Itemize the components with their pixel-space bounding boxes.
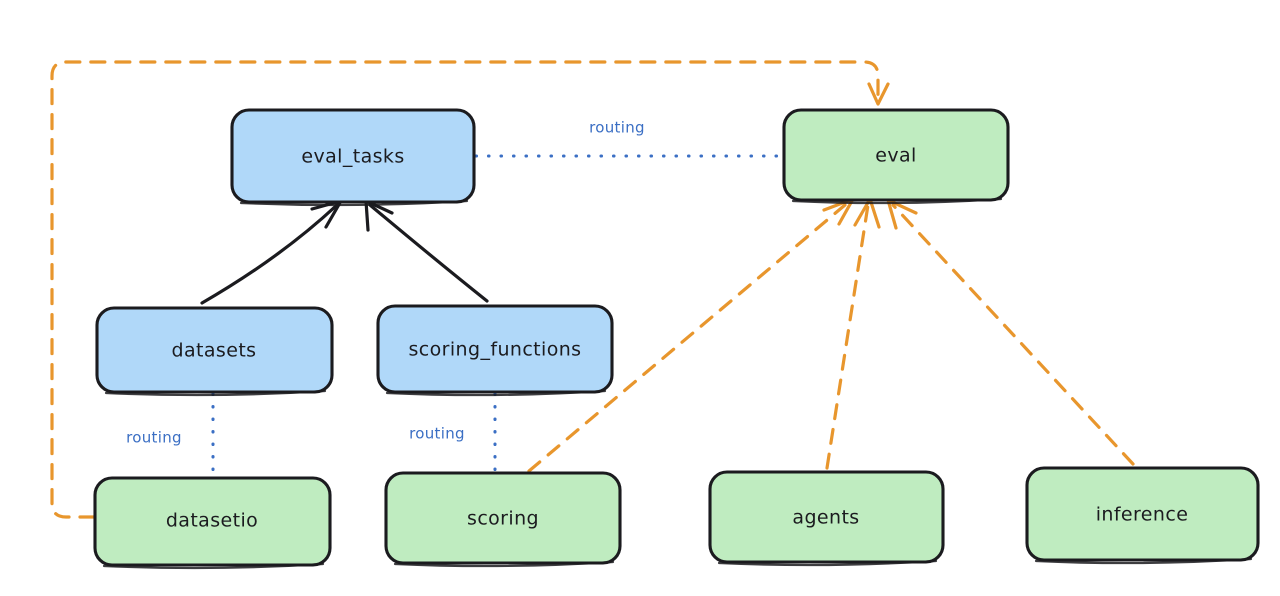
edge-path-scoring_functions-eval_tasks	[368, 203, 489, 303]
node-label-eval_tasks: eval_tasks	[301, 146, 404, 168]
edge-datasetio-to-eval	[50, 60, 890, 519]
node-eval[interactable]: eval	[782, 108, 1010, 205]
node-sketch-underline-eval	[791, 197, 1003, 205]
edge-path-inference-eval	[891, 203, 1135, 466]
node-label-eval: eval	[875, 145, 916, 167]
node-shape-scoring_functions[interactable]	[376, 304, 614, 394]
node-label-scoring_functions: scoring_functions	[409, 339, 582, 361]
node-shape-inference[interactable]	[1025, 466, 1260, 562]
node-sketch-underline-scoring_functions	[385, 389, 607, 397]
node-shape-eval_tasks[interactable]	[230, 108, 476, 204]
node-label-agents: agents	[792, 507, 859, 529]
node-inference[interactable]: inference	[1025, 466, 1260, 565]
edge-path-agents-eval	[825, 203, 870, 470]
node-agents[interactable]: agents	[708, 470, 945, 567]
edge-label-routing-scoring_functions-scoring: routing	[409, 425, 465, 443]
edge-agents-to-eval	[825, 197, 881, 470]
edge-label-routing-eval_tasks-eval: routing	[589, 119, 645, 137]
node-sketch-underline-datasets	[104, 389, 327, 397]
node-layer: eval_tasks eval datasets scoring_functio…	[93, 108, 1260, 570]
edge-path-datasetio-eval	[50, 60, 880, 519]
node-label-scoring: scoring	[467, 508, 539, 530]
node-scoring_functions[interactable]: scoring_functions	[376, 304, 614, 397]
edge-layer	[50, 60, 1135, 519]
edge-path-datasets-eval_tasks	[200, 203, 339, 305]
node-sketch-underline-scoring	[393, 560, 615, 568]
node-eval_tasks[interactable]: eval_tasks	[230, 108, 476, 207]
node-sketch-underline-eval_tasks	[239, 199, 469, 207]
edge-inference-to-eval	[886, 198, 1135, 466]
node-datasetio[interactable]: datasetio	[93, 476, 332, 570]
node-shape-datasetio[interactable]	[93, 476, 332, 567]
node-sketch-underline-agents	[717, 559, 938, 567]
edge-datasets-to-eval_tasks	[200, 199, 343, 305]
node-label-datasetio: datasetio	[166, 510, 258, 532]
node-shape-eval[interactable]	[782, 108, 1010, 202]
node-label-inference: inference	[1096, 504, 1189, 526]
node-shape-agents[interactable]	[708, 470, 945, 564]
edge-scoring_functions-to-eval_tasks	[364, 199, 489, 303]
edge-label-layer: routing routing routing	[126, 119, 645, 447]
arrowhead-datasetio-eval	[867, 82, 890, 106]
node-label-datasets: datasets	[172, 340, 257, 362]
node-shape-datasets[interactable]	[95, 306, 334, 394]
edge-path-scoring-eval	[527, 203, 847, 473]
edge-label-routing-datasets-datasetio: routing	[126, 429, 182, 447]
node-sketch-underline-inference	[1034, 557, 1253, 565]
node-sketch-underline-datasetio	[102, 562, 325, 570]
node-datasets[interactable]: datasets	[95, 306, 334, 397]
node-shape-scoring[interactable]	[384, 471, 622, 565]
node-scoring[interactable]: scoring	[384, 471, 622, 568]
